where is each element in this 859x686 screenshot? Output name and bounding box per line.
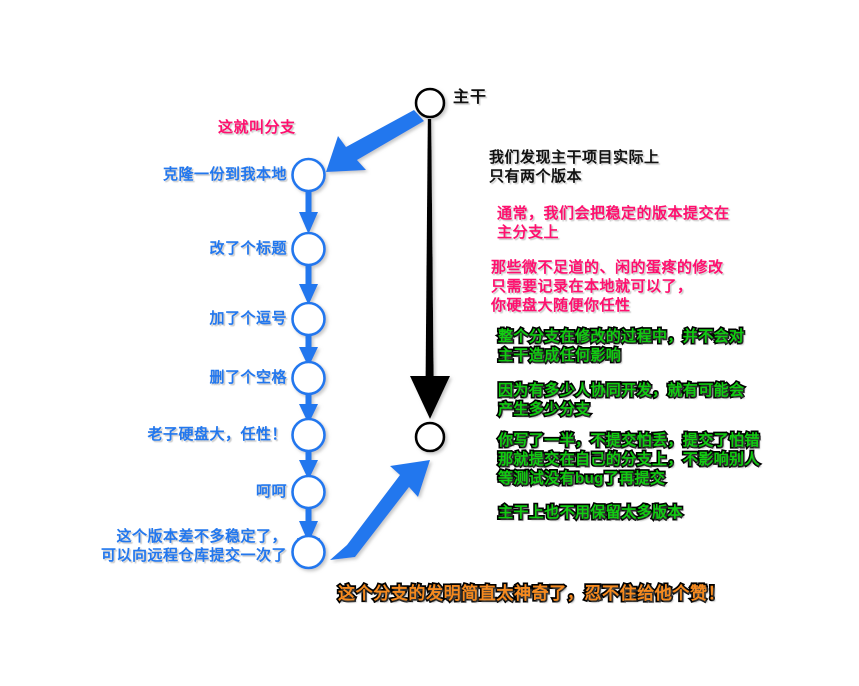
branch-chain-group <box>291 157 326 570</box>
note-black-trunk-versions: 我们发现主干项目实际上 只有两个版本 <box>489 149 660 186</box>
note-green-commit-to-own-branch: 你写了一半，不提交怕丢，提交了怕错 那就提交在自己的分支上，不影响别人 等测试没… <box>496 430 761 489</box>
branch-node-icon <box>291 534 326 570</box>
trunk-bottom-node-icon <box>414 421 446 453</box>
note-pink-trivial-local: 那些微不足道的、闲的蛋疼的修改 只需要记录在本地就可以了， 你硬盘大随便你任性 <box>491 259 724 315</box>
branch-commit-label-1: 克隆一份到我本地 <box>162 166 287 183</box>
branch-node-icon <box>291 157 326 193</box>
trunk-group <box>410 87 450 453</box>
branch-commit-label-3: 加了个逗号 <box>209 310 287 327</box>
note-pink-stable-on-main: 通常，我们会把稳定的版本提交在 主分支上 <box>497 205 730 242</box>
branch-node-icon <box>291 360 326 396</box>
branch-node-icon <box>291 231 326 267</box>
branch-node-icon <box>291 417 326 453</box>
branch-pointer-label: 这就叫分支 <box>218 119 296 136</box>
branch-node-icon <box>291 474 326 510</box>
branch-node-icon <box>291 301 326 337</box>
trunk-top-node-icon <box>414 87 446 119</box>
trunk-arrow-icon <box>410 376 450 419</box>
trunk-line <box>425 119 434 376</box>
note-green-few-versions-on-trunk: 主干上也不用保留太多版本 <box>496 502 684 522</box>
branch-commit-label-4: 删了个空格 <box>209 369 287 386</box>
footer-caption: 这个分支的发明简直太神奇了，忍不住给他个赞！ <box>336 582 726 604</box>
merge-pointer-icon <box>330 460 430 560</box>
branch-commit-label-2: 改了个标题 <box>209 240 287 257</box>
branch-pointer-icon <box>326 110 424 172</box>
trunk-top-node-label: 主干 <box>453 89 488 106</box>
note-green-no-impact-on-trunk: 整个分支在修改的过程中，并不会对 主干造成任何影响 <box>496 326 745 365</box>
branch-commit-label-7: 这个版本差不多稳定了， 可以向远程仓库提交一次了 <box>100 528 287 565</box>
note-green-many-branches: 因为有多少人协同开发，就有可能会 产生多少分支 <box>496 380 745 419</box>
branch-commit-label-5: 老子硬盘大，任性！ <box>147 426 287 443</box>
branch-commit-label-6: 呵呵 <box>255 483 287 500</box>
